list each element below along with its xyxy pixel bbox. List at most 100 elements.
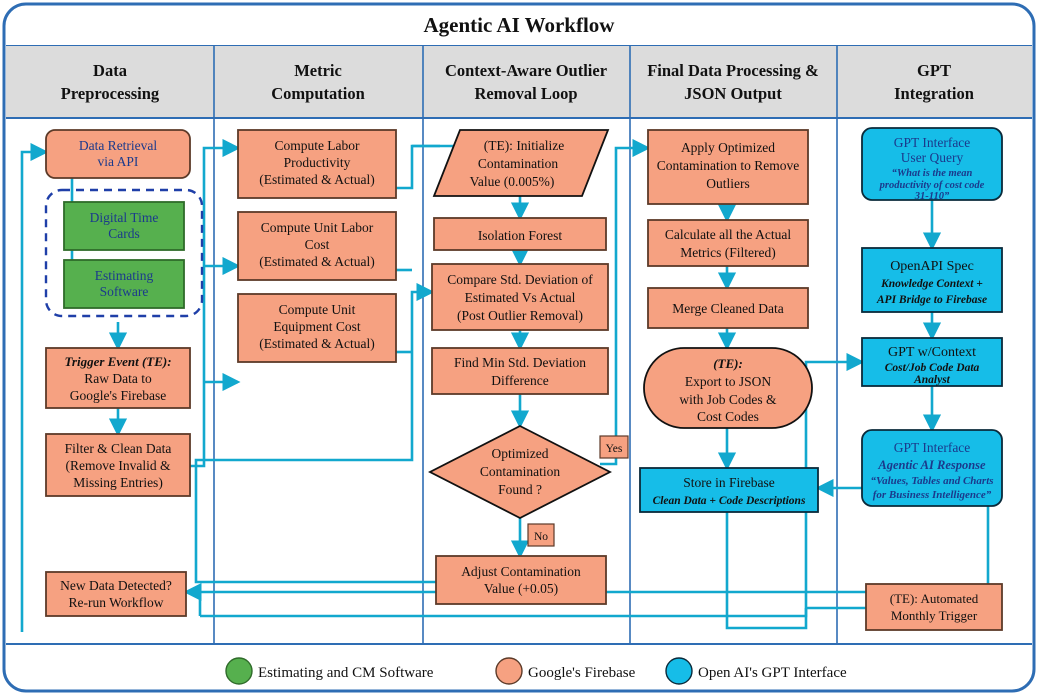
- node-line: Cost/Job Code Data: [885, 362, 980, 374]
- node-line: (TE):: [713, 356, 743, 371]
- node-line: Contamination to Remove: [657, 158, 799, 173]
- legend-label: Open AI's GPT Interface: [698, 665, 847, 681]
- col-header-line1: GPT: [917, 61, 951, 80]
- node-line: Compute Unit Labor: [261, 220, 374, 235]
- node-data-retrieval[interactable]: Data Retrieval via API: [45, 129, 191, 179]
- node-line: Outliers: [706, 176, 750, 191]
- node-line: Data Retrieval: [79, 138, 158, 153]
- column-header-metric-computation: Metric Computation: [271, 61, 365, 103]
- legend-label: Estimating and CM Software: [258, 665, 434, 681]
- node-compare-std-deviation[interactable]: Compare Std. Deviation of Estimated Vs A…: [431, 263, 609, 331]
- node-line: Merge Cleaned Data: [672, 301, 783, 316]
- node-line: Clean Data + Code Descriptions: [653, 495, 806, 507]
- node-line: Knowledge Context +: [880, 278, 983, 290]
- col-header-line2: Computation: [271, 84, 365, 103]
- node-line: Metrics (Filtered): [680, 245, 776, 260]
- node-line: Estimated Vs Actual: [465, 290, 576, 305]
- node-line: with Job Codes &: [679, 392, 777, 407]
- node-line: Export to JSON: [685, 374, 772, 389]
- node-line: Estimating: [95, 268, 154, 283]
- node-line: Cost Codes: [697, 409, 759, 424]
- node-line: Found ?: [498, 482, 542, 497]
- col-header-line2: Integration: [894, 84, 974, 103]
- node-line: Compare Std. Deviation of: [447, 272, 593, 287]
- col-header-line1: Metric: [294, 61, 342, 80]
- node-gpt-with-context[interactable]: GPT w/Context Cost/Job Code Data Analyst: [861, 337, 1003, 387]
- col-header-line1: Final Data Processing &: [647, 61, 819, 80]
- edge-label-yes: Yes: [599, 435, 629, 459]
- node-line: for Business Intelligence”: [873, 489, 992, 501]
- node-line: Store in Firebase: [683, 475, 774, 490]
- legend-green: Estimating and CM Software: [225, 657, 434, 685]
- node-line: GPT Interface: [894, 135, 971, 150]
- node-line: Missing Entries): [73, 475, 163, 490]
- node-line: Adjust Contamination: [461, 564, 581, 579]
- node-line: Monthly Trigger: [891, 608, 978, 623]
- node-line: Compute Unit: [279, 302, 356, 317]
- node-line: Google's Firebase: [70, 388, 167, 403]
- node-line: Trigger Event (TE):: [64, 354, 171, 369]
- node-line: Productivity: [284, 155, 351, 170]
- node-line: Contamination: [480, 464, 560, 479]
- node-line: (Estimated & Actual): [259, 336, 374, 351]
- node-isolation-forest[interactable]: Isolation Forest: [433, 217, 607, 251]
- node-compute-unit-equipment-cost[interactable]: Compute Unit Equipment Cost (Estimated &…: [237, 293, 397, 363]
- header-row: [6, 46, 1032, 118]
- node-line: Equipment Cost: [273, 319, 361, 334]
- node-export-to-json[interactable]: (TE): Export to JSON with Job Codes & Co…: [643, 347, 813, 429]
- node-line: Difference: [491, 373, 548, 388]
- node-automated-monthly-trigger[interactable]: (TE): Automated Monthly Trigger: [865, 583, 1003, 631]
- node-compute-unit-labor-cost[interactable]: Compute Unit Labor Cost (Estimated & Act…: [237, 211, 397, 281]
- source-systems-group: [44, 188, 204, 318]
- legend-cyan: Open AI's GPT Interface: [665, 657, 847, 685]
- edge-label-text: No: [534, 531, 548, 543]
- node-line: Calculate all the Actual: [665, 227, 792, 242]
- node-line: GPT w/Context: [888, 345, 976, 360]
- col-header-line2: JSON Output: [684, 84, 782, 103]
- node-find-min-std-deviation[interactable]: Find Min Std. Deviation Difference: [431, 347, 609, 395]
- node-line: Agentic AI Response: [877, 458, 986, 472]
- node-line: Re-run Workflow: [68, 595, 163, 610]
- legend-swatch-icon: [225, 657, 253, 685]
- node-digital-time-cards[interactable]: Digital Time Cards: [63, 201, 185, 251]
- node-line: Raw Data to: [84, 371, 152, 386]
- node-line: Software: [100, 284, 149, 299]
- node-line: Cards: [108, 226, 140, 241]
- node-line: productivity of cost code: [879, 180, 985, 191]
- node-calculate-actual-metrics[interactable]: Calculate all the Actual Metrics (Filter…: [647, 219, 809, 267]
- legend-swatch-icon: [665, 657, 693, 685]
- node-gpt-interface-user-query[interactable]: GPT Interface User Query “What is the me…: [861, 127, 1003, 202]
- edge-label-no: No: [527, 523, 555, 547]
- node-line: Contamination: [478, 156, 558, 171]
- node-line: (Remove Invalid &: [66, 458, 171, 473]
- node-line: via API: [98, 154, 139, 169]
- node-line: Cost: [305, 237, 330, 252]
- node-openapi-spec[interactable]: OpenAPI Spec Knowledge Context + API Bri…: [861, 247, 1003, 313]
- node-line: “What is the mean: [892, 168, 973, 179]
- node-filter-clean-data[interactable]: Filter & Clean Data (Remove Invalid & Mi…: [45, 433, 191, 497]
- node-trigger-raw-data[interactable]: Trigger Event (TE): Raw Data to Google's…: [45, 347, 191, 409]
- node-new-data-detected[interactable]: New Data Detected? Re-run Workflow: [45, 571, 187, 617]
- node-apply-optimized-contamination[interactable]: Apply Optimized Contamination to Remove …: [647, 129, 809, 205]
- node-merge-cleaned-data[interactable]: Merge Cleaned Data: [647, 287, 809, 329]
- node-line: (Estimated & Actual): [259, 172, 374, 187]
- node-estimating-software[interactable]: Estimating Software: [63, 259, 185, 309]
- edge-label-text: Yes: [606, 443, 623, 455]
- node-line: Isolation Forest: [478, 228, 563, 243]
- node-line: GPT Interface: [894, 440, 971, 455]
- col-header-line1: Data: [93, 61, 127, 80]
- column-header-data-preprocessing: Data Preprocessing: [61, 61, 160, 103]
- node-line: Compute Labor: [274, 138, 360, 153]
- legend-swatch-icon: [495, 657, 523, 685]
- node-line: (TE): Initialize: [484, 138, 565, 153]
- node-line: Filter & Clean Data: [65, 441, 172, 456]
- node-adjust-contamination[interactable]: Adjust Contamination Value (+0.05): [435, 555, 607, 605]
- node-initialize-contamination[interactable]: (TE): Initialize Contamination Value (0.…: [432, 129, 610, 197]
- node-optimized-contamination-found[interactable]: Optimized Contamination Found ?: [428, 424, 612, 520]
- node-line: OpenAPI Spec: [890, 259, 974, 274]
- node-compute-labor-productivity[interactable]: Compute Labor Productivity (Estimated & …: [237, 129, 397, 199]
- node-gpt-interface-response[interactable]: GPT Interface Agentic AI Response “Value…: [861, 429, 1003, 507]
- node-line: New Data Detected?: [60, 578, 172, 593]
- node-store-in-firebase[interactable]: Store in Firebase Clean Data + Code Desc…: [639, 467, 819, 513]
- legend-orange: Google's Firebase: [495, 657, 636, 685]
